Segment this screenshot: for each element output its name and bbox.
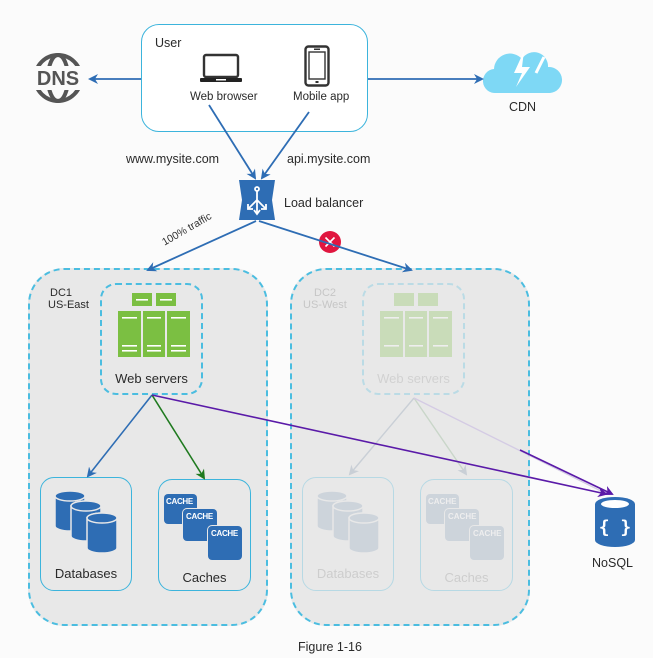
cache-item-label: CACHE: [211, 529, 238, 538]
databases-label: Databases: [54, 566, 118, 581]
cache-item: [426, 494, 459, 524]
api-domain-label: api.mysite.com: [287, 152, 371, 166]
dc2-caches[interactable]: CACHE CACHE CACHE Caches: [420, 479, 513, 591]
dc1-caches[interactable]: CACHE CACHE CACHE Caches: [158, 479, 251, 591]
web-servers-label: Web servers: [115, 371, 188, 386]
globe-icon[interactable]: DNS: [29, 52, 87, 104]
mobile-phone-icon[interactable]: [304, 45, 330, 87]
client-web-browser-label: Web browser: [190, 91, 258, 103]
client-mobile-app-label: Mobile app: [293, 91, 350, 103]
cloud-lightning-icon[interactable]: [482, 47, 563, 95]
load-balancer-icon[interactable]: [237, 180, 277, 220]
dc2-name: DC2: [314, 287, 337, 299]
dc1-web-servers[interactable]: Web servers: [100, 283, 203, 395]
dns-label: DNS: [37, 68, 79, 90]
cache-item-label: CACHE: [166, 497, 193, 506]
load-balancer-label: Load balancer: [284, 196, 364, 210]
dc2-databases[interactable]: Databases: [302, 477, 394, 591]
www-domain-label: www.mysite.com: [126, 152, 220, 166]
dc1-databases[interactable]: Databases: [40, 477, 132, 591]
dc2-region: US-West: [303, 299, 347, 311]
user-title: User: [155, 36, 182, 50]
database-cylinders-icon: [316, 490, 380, 554]
cdn-label: CDN: [509, 100, 537, 114]
caches-label: Caches: [182, 570, 227, 585]
cache-item-label: CACHE: [186, 512, 213, 521]
database-cylinders-icon: [54, 490, 118, 554]
cache-item: [208, 526, 242, 560]
databases-label: Databases: [316, 566, 380, 581]
nosql-label: NoSQL: [592, 556, 633, 570]
server-rack-icon: [380, 293, 452, 357]
nosql-database-icon[interactable]: { }: [594, 496, 636, 548]
dc1-name: DC1: [50, 287, 73, 299]
server-rack-icon: [118, 293, 190, 357]
caches-label: Caches: [444, 570, 489, 585]
x-circle-icon: [319, 231, 341, 253]
cache-item-label: CACHE: [473, 529, 502, 538]
cache-item: [470, 526, 504, 560]
cache-item: [445, 509, 479, 541]
user-box: User Web browser Mobile app: [141, 24, 368, 132]
figure-caption: Figure 1-16: [298, 640, 362, 654]
svg-text:{ }: { }: [599, 517, 632, 538]
dc2-web-servers[interactable]: Web servers: [362, 283, 465, 395]
cache-item-label: CACHE: [428, 497, 457, 506]
dc1-region: US-East: [48, 299, 89, 311]
laptop-icon[interactable]: [200, 53, 242, 85]
cache-item-label: CACHE: [448, 512, 477, 521]
web-servers-label: Web servers: [377, 371, 450, 386]
